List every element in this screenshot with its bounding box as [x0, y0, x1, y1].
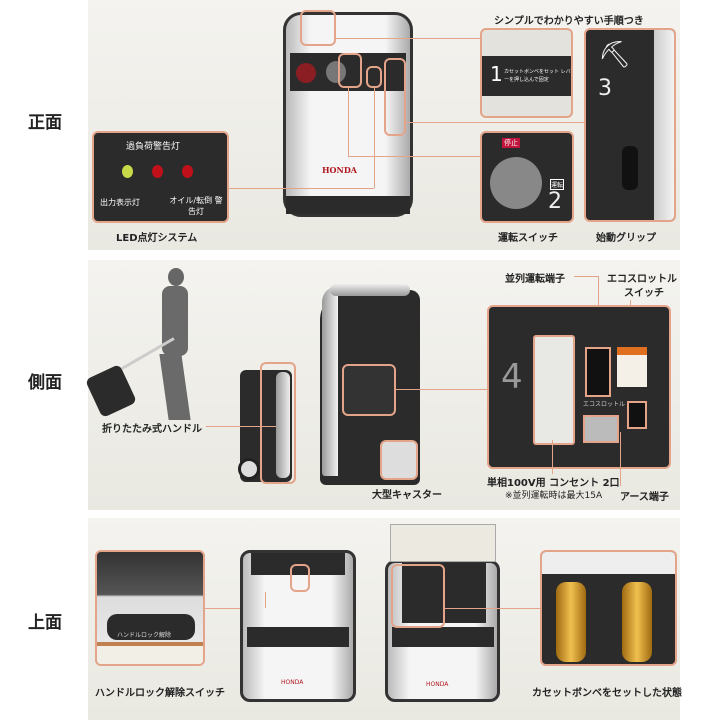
- callout-top-handle: [300, 10, 336, 46]
- handle-lock-label: ハンドルロック解除スイッチ: [95, 688, 225, 699]
- eco-throttle-switch[interactable]: [627, 401, 647, 429]
- generator-front: HONDA: [283, 12, 413, 217]
- overload-led: [152, 165, 163, 178]
- step1-text: カセットボンベをセット レバーを押し込んで固定: [504, 69, 571, 83]
- section-side: 側面: [28, 373, 62, 393]
- overload-label: 過負荷警告灯: [126, 142, 181, 152]
- grip-callout: ⛏ 3: [584, 28, 676, 222]
- gas-canister-right: [622, 582, 652, 662]
- oil-label: オイル/転倒 警告灯: [169, 196, 223, 216]
- cassette-set-label: カセットボンベをセットした状態: [532, 688, 682, 699]
- switch-caption: 運転スイッチ: [498, 233, 558, 244]
- brand-logo-top-1: HONDA: [281, 679, 304, 686]
- handle-label: 折りたたみ式ハンドル: [102, 424, 202, 435]
- oil-led: [182, 165, 193, 178]
- outlet-note: ※並列運転時は最大15A: [505, 491, 603, 501]
- procedure-caption: シンプルでわかりやすい手順つき: [494, 16, 644, 27]
- gas-canister-left: [556, 582, 586, 662]
- parallel-terminal[interactable]: [585, 347, 611, 397]
- handle-lock-callout: ハンドルロック解除: [95, 550, 205, 666]
- output-label: 出力表示灯: [100, 198, 140, 207]
- step1-callout: 1 カセットボンベをセット レバーを押し込んで固定: [480, 28, 573, 118]
- callout-led-small: [366, 66, 382, 88]
- handle-lock-plate: ハンドルロック解除: [117, 632, 172, 639]
- warning-sticker: [617, 347, 647, 387]
- output-led: [122, 165, 133, 178]
- brand-logo: HONDA: [322, 165, 357, 175]
- switch-number: 2: [548, 189, 562, 214]
- caster-label: 大型キャスター: [372, 490, 442, 501]
- start-grip: [622, 146, 638, 190]
- start-figure-icon: ⛏: [598, 40, 632, 70]
- outlet-panel-callout: 4 エコスロットル: [487, 305, 671, 469]
- switch-callout: 停止 運転 2: [480, 131, 574, 223]
- step1-number: 1: [490, 62, 503, 86]
- eco-switch-label-1: エコスロットル: [607, 274, 677, 285]
- generator-top-open: HONDA: [385, 560, 500, 702]
- lock-switch-callout: [290, 564, 310, 592]
- earth-terminal[interactable]: [583, 415, 619, 443]
- led-panel-callout: 過負荷警告灯 出力表示灯 オイル/転倒 警告灯: [92, 131, 229, 223]
- section-top: 上面: [28, 613, 62, 633]
- run-label: 運転: [550, 179, 565, 190]
- outlet[interactable]: [533, 335, 575, 445]
- run-switch-dial: [490, 157, 542, 209]
- parallel-terminal-label: 並列運転端子: [505, 274, 565, 285]
- handle-callout: [260, 362, 296, 484]
- callout-grip-small: [384, 58, 406, 136]
- led-caption: LED点灯システム: [116, 233, 198, 244]
- person-silhouette: [159, 268, 191, 468]
- generator-top-closed: HONDA: [240, 550, 356, 702]
- cassette-bay-callout: [391, 564, 445, 628]
- grip-caption: 始動グリップ: [596, 233, 656, 244]
- brand-logo-top-2: HONDA: [426, 681, 449, 688]
- cassette-set-callout: [540, 550, 677, 666]
- panel-callout-small: [342, 364, 396, 416]
- callout-switch-small: [338, 53, 362, 88]
- eco-switch-label-2: スイッチ: [624, 288, 664, 299]
- earth-label: アース端子: [620, 492, 669, 503]
- panel-eco-label: エコスロットル: [583, 401, 626, 408]
- section-front: 正面: [28, 113, 62, 133]
- stop-label: 停止: [502, 138, 520, 148]
- panel-number: 4: [501, 357, 523, 397]
- grip-number: 3: [598, 76, 612, 101]
- caster-callout: [380, 440, 418, 480]
- outlet-label: 単相100V用 コンセント 2口: [487, 478, 620, 489]
